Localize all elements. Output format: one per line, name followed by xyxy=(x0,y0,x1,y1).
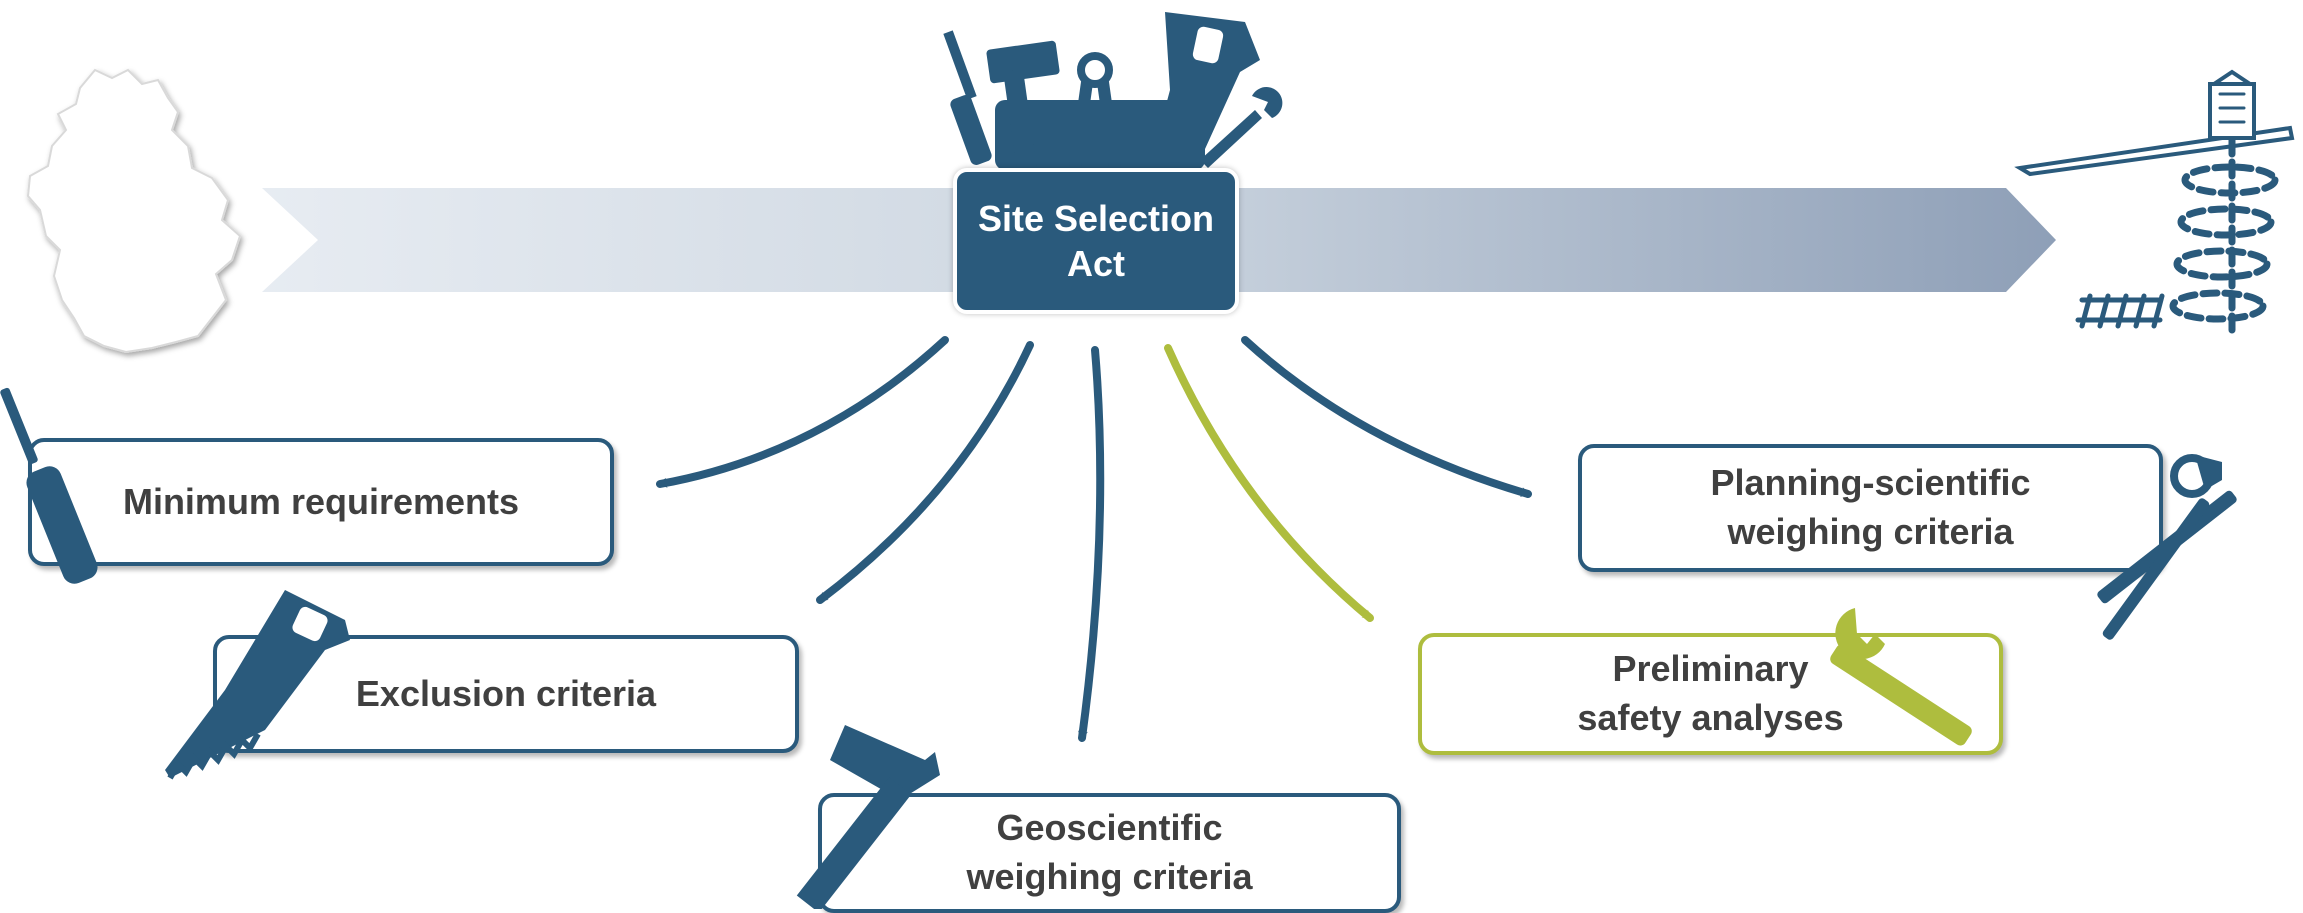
toolbox-icon xyxy=(943,12,1283,171)
site-selection-act-box: Site Selection Act xyxy=(953,168,1239,314)
wrench-icon xyxy=(1830,608,1972,746)
site-selection-act-label: Site Selection Act xyxy=(977,198,1215,284)
germany-map-icon xyxy=(26,68,242,354)
connectors xyxy=(656,336,1532,742)
arrow-to-preliminary xyxy=(1164,344,1374,622)
hammer-icon xyxy=(796,725,940,909)
arrow-to-minimum xyxy=(656,336,949,488)
planning-scientific-label: Planning-scientific weighing criteria xyxy=(1710,462,2031,552)
saw-icon xyxy=(165,590,350,780)
arrow-to-exclusion xyxy=(816,341,1034,604)
repository-icon xyxy=(2014,69,2295,334)
planning-scientific-box: Planning-scientific weighing criteria xyxy=(1578,444,2163,572)
arrow-to-planning xyxy=(1241,336,1532,498)
geoscientific-box: Geoscientific weighing criteria xyxy=(818,793,1401,913)
minimum-requirements-box: Minimum requirements xyxy=(28,438,614,566)
exclusion-criteria-label: Exclusion criteria xyxy=(355,672,657,714)
preliminary-safety-box: Preliminary safety analyses xyxy=(1418,633,2003,755)
geoscientific-label: Geoscientific weighing criteria xyxy=(966,807,1253,897)
arrow-to-geoscientific xyxy=(1077,346,1105,742)
minimum-requirements-label: Minimum requirements xyxy=(122,480,520,522)
pliers-icon xyxy=(2097,454,2237,640)
screwdriver-icon xyxy=(0,387,98,584)
preliminary-safety-label: Preliminary safety analyses xyxy=(1577,648,1844,738)
